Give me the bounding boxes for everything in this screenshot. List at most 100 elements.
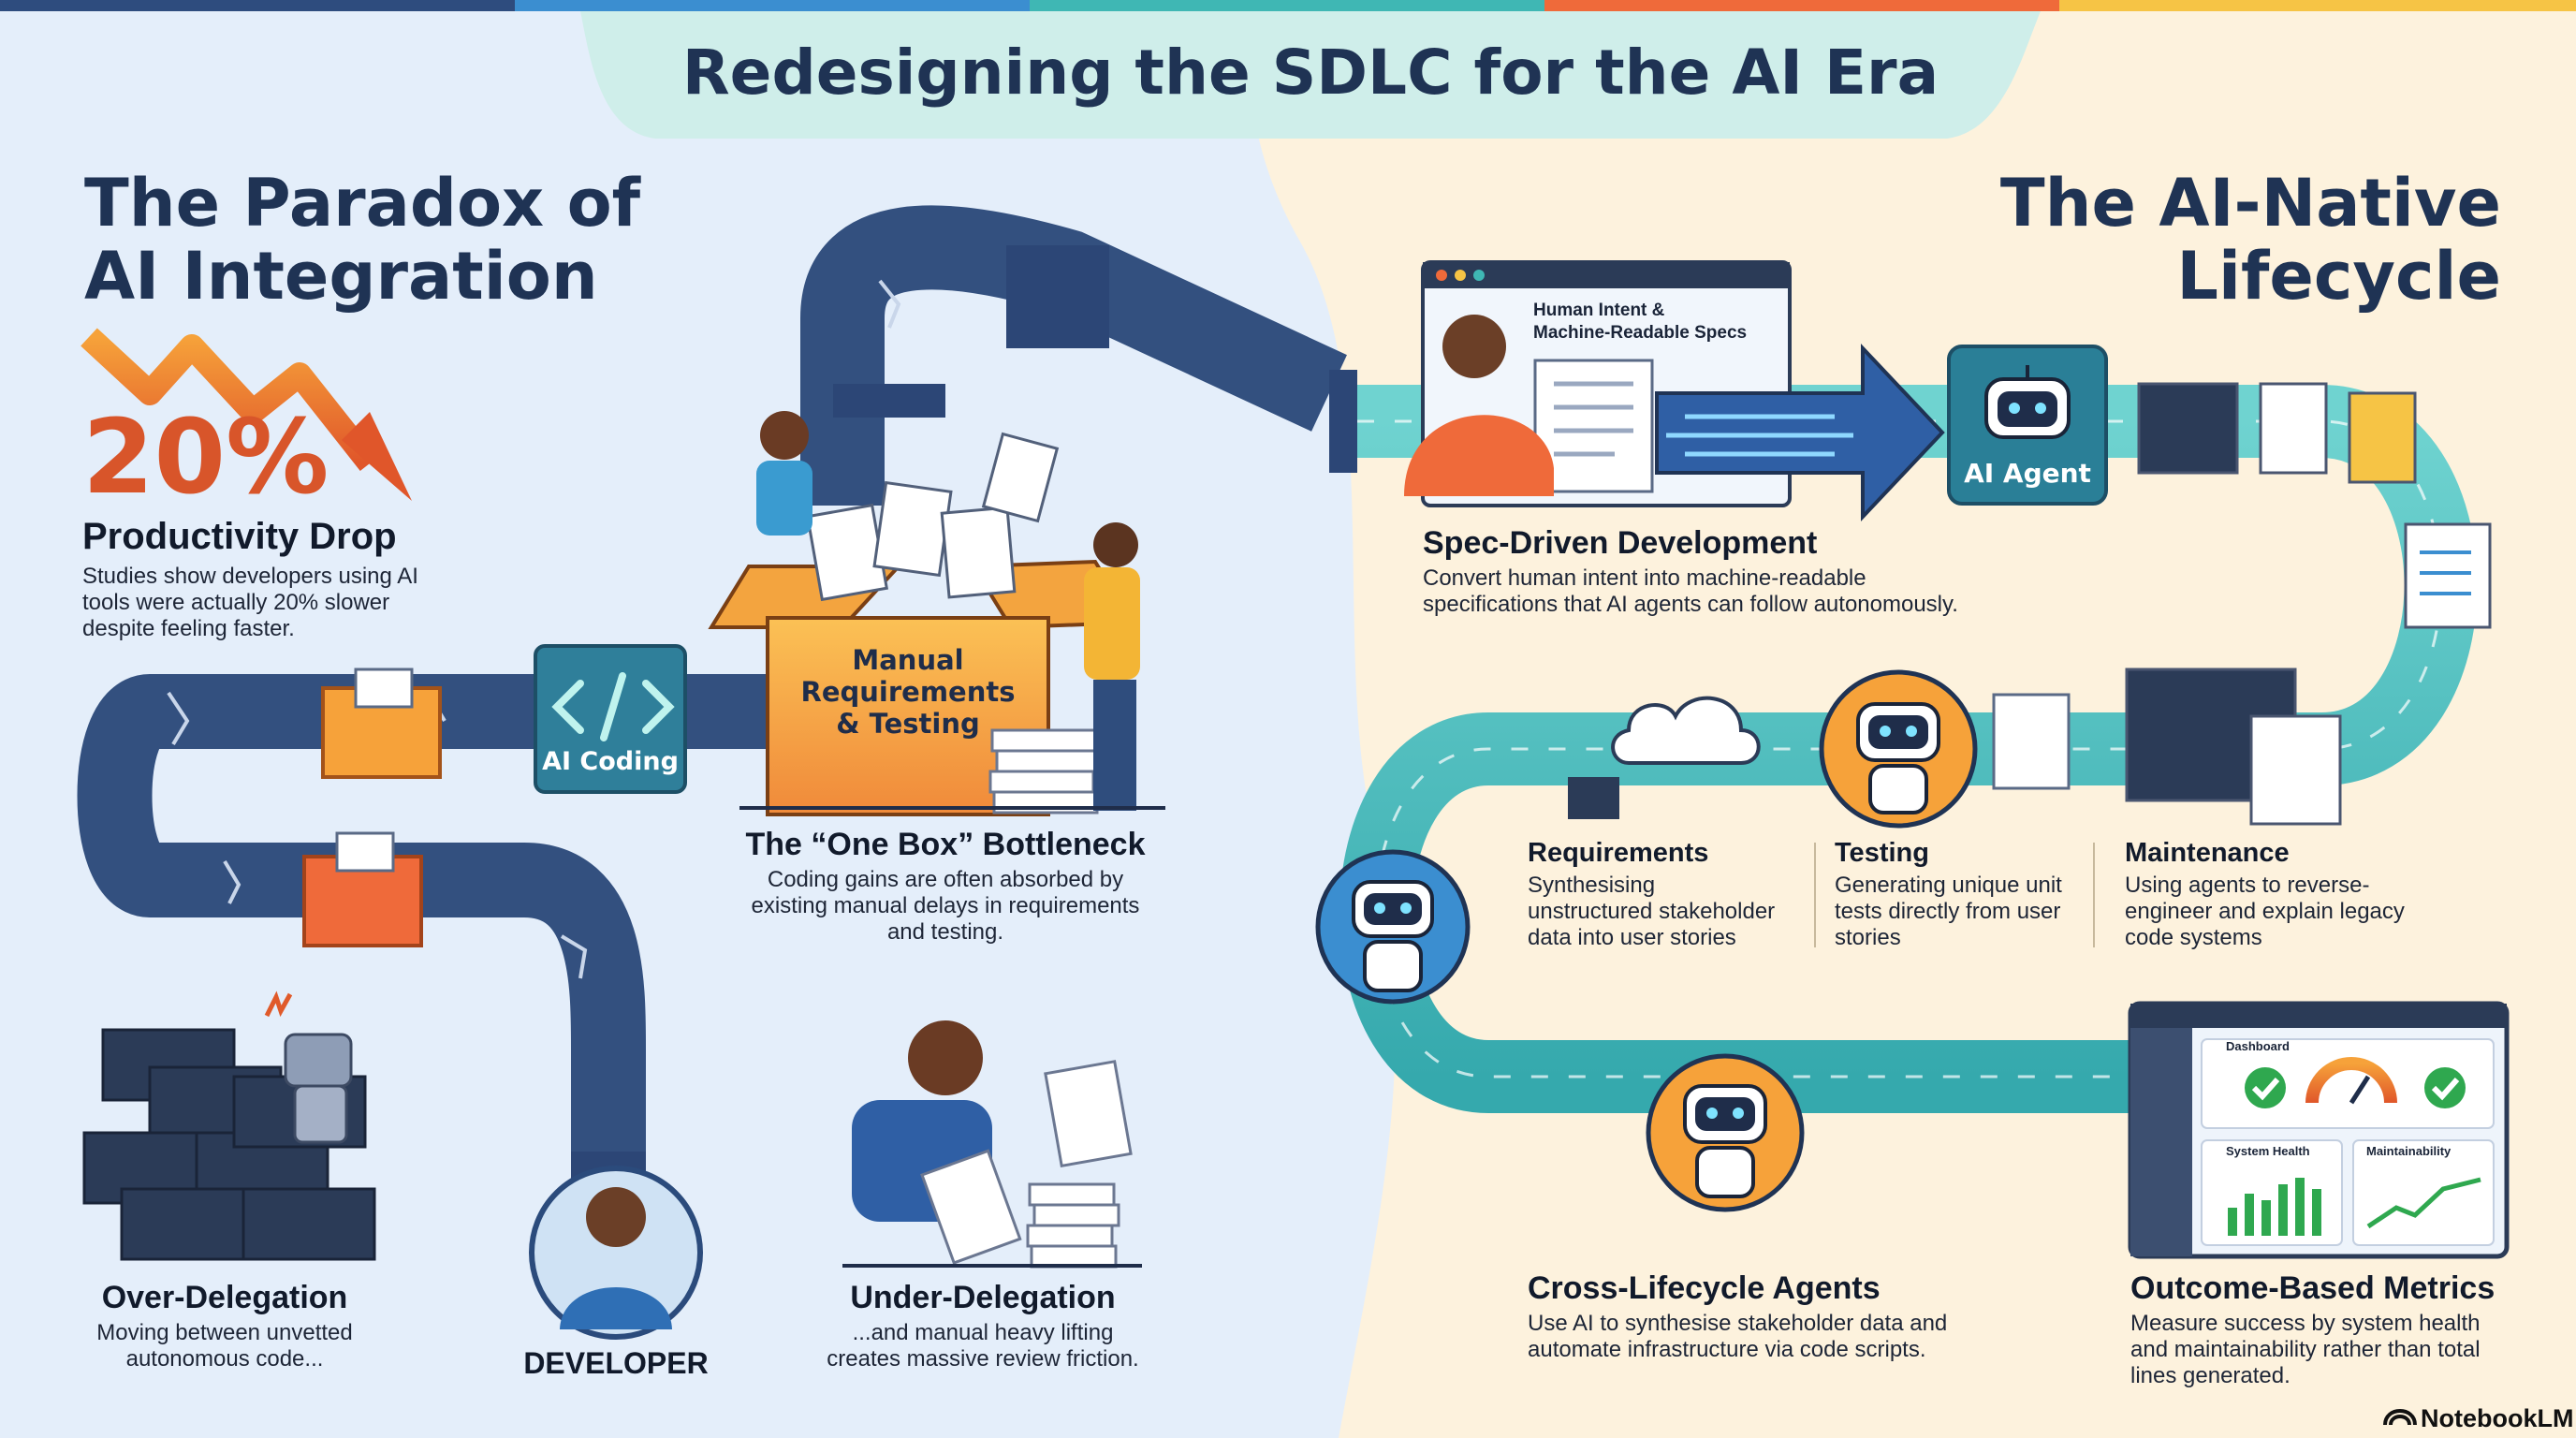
paper-on-box-lower [335, 831, 395, 873]
pipe-coupling-top [1006, 245, 1109, 348]
dashboard-sidebar [2130, 1028, 2192, 1256]
outcome-title: Outcome-Based Metrics [2130, 1270, 2496, 1306]
over-delegation-desc-2: autonomous code... [125, 1346, 324, 1372]
paper-on-box-upper [354, 668, 414, 709]
person-icon-left-top [756, 411, 812, 536]
over-delegation-title: Over-Delegation [101, 1280, 348, 1315]
check-icon-1 [2245, 1067, 2286, 1108]
requirements-title: Requirements [1528, 838, 1709, 868]
dashboard-label: Dashboard [2226, 1039, 2290, 1053]
under-delegation-desc-1: ...and manual heavy lifting [852, 1320, 1114, 1345]
under-delegation-desc-2: creates massive review friction. [827, 1346, 1139, 1372]
outcome-desc-2: and maintainability rather than total [2130, 1337, 2481, 1362]
stat-label: Productivity Drop [82, 516, 397, 557]
top-strip-navy [0, 0, 515, 11]
paper-stack-floor [988, 728, 1102, 814]
top-strip-teal [1030, 0, 1544, 11]
divider-test-maint [2093, 843, 2095, 947]
bottleneck-title: The “One Box” Bottleneck [745, 827, 1146, 862]
health-bars [2228, 1178, 2321, 1236]
requirements-desc-3: data into user stories [1528, 925, 1736, 950]
cross-lifecycle-desc-1: Use AI to synthesise stakeholder data an… [1528, 1311, 1948, 1336]
developer-avatar [529, 1166, 703, 1340]
maintenance-title: Maintenance [2125, 838, 2290, 868]
spec-desc-2: specifications that AI agents can follow… [1423, 592, 1958, 617]
title-pill-bg [580, 11, 2041, 139]
papers-pile [805, 432, 1060, 602]
testing-document-icon [1992, 693, 2071, 790]
requirements-desc-1: Synthesising [1528, 873, 1656, 898]
maintenance-desc-2: engineer and explain legacy [2125, 899, 2405, 924]
bottleneck-desc-1: Coding gains are often absorbed by [767, 867, 1124, 892]
box-label-2: Requirements [800, 676, 1016, 708]
spec-window-label-1: Human Intent & [1533, 301, 1665, 320]
maintenance-desc-1: Using agents to reverse- [2125, 873, 2370, 898]
cross-lifecycle-title: Cross-Lifecycle Agents [1528, 1270, 1881, 1306]
stat-value: 20% [82, 397, 329, 517]
maintainability-label: Maintainability [2366, 1144, 2452, 1158]
system-health-label: System Health [2226, 1144, 2310, 1158]
brand-label: NotebookLM [2421, 1404, 2574, 1432]
testing-desc-2: tests directly from user [1835, 899, 2061, 924]
ai-coding-label: AI Coding [542, 747, 679, 776]
spec-window-label-2: Machine-Readable Specs [1533, 323, 1748, 343]
top-strip-orange [1544, 0, 2059, 11]
developer-head [586, 1187, 646, 1247]
cross-lifecycle-desc-2: automate infrastructure via code scripts… [1528, 1337, 1926, 1362]
stat-desc-1: Studies show developers using AI [82, 564, 418, 589]
dashboard-titlebar [2130, 1004, 2507, 1028]
trend-arrow-head [342, 412, 412, 501]
check-icon-2 [2424, 1067, 2466, 1108]
maintainability-line [2366, 1177, 2481, 1229]
over-delegation-screens [82, 1028, 376, 1261]
server-icon [1568, 777, 1619, 819]
spec-arrow [1655, 343, 1945, 522]
requirements-desc-2: unstructured stakeholder [1528, 899, 1776, 924]
spec-person-icon [1404, 315, 1554, 496]
agent-output-docs [2137, 382, 2492, 629]
stat-desc-3: despite feeling faster. [82, 616, 295, 641]
maintenance-screen-illustration [2125, 668, 2342, 826]
spec-title: Spec-Driven Development [1423, 525, 1818, 561]
pipe-coupling-mid [833, 384, 945, 418]
box-label-1: Manual [852, 644, 964, 676]
divider-req-test [1814, 843, 1816, 947]
testing-desc-3: stories [1835, 925, 1901, 950]
under-delegation-title: Under-Delegation [850, 1280, 1116, 1315]
cloud-icon [1611, 696, 1761, 765]
developer-body [560, 1287, 672, 1329]
broken-robot-icon [264, 990, 353, 1144]
left-heading-line2: AI Integration [84, 238, 598, 315]
bottleneck-desc-2: existing manual delays in requirements [751, 893, 1140, 918]
page-title: Redesigning the SDLC for the AI Era [681, 37, 1939, 109]
under-delegation-illustration [842, 1020, 1142, 1269]
outcome-desc-3: lines generated. [2130, 1363, 2291, 1388]
top-strip-yellow [2059, 0, 2576, 11]
code-icon [551, 672, 675, 741]
top-strip-blue [515, 0, 1030, 11]
right-heading-line1: The AI-Native [1999, 165, 2501, 242]
gauge-icon [2305, 1057, 2397, 1104]
over-delegation-desc-1: Moving between unvetted [96, 1320, 353, 1345]
maintenance-desc-3: code systems [2125, 925, 2262, 950]
testing-desc-1: Generating unique unit [1835, 873, 2062, 898]
spec-desc-1: Convert human intent into machine-readab… [1423, 565, 1866, 591]
developer-label: DEVELOPER [523, 1346, 709, 1380]
right-heading-line2: Lifecycle [2176, 238, 2501, 315]
robot-icon-testing [1856, 702, 1940, 814]
bottleneck-desc-3: and testing. [886, 919, 1004, 945]
trend-arrow-line [80, 328, 380, 472]
stat-desc-2: tools were actually 20% slower [82, 590, 390, 615]
testing-title: Testing [1835, 838, 1929, 868]
ai-agent-label: AI Agent [1964, 458, 2091, 489]
robot-icon-cross [1683, 1084, 1767, 1198]
box-label-3: & Testing [836, 708, 980, 740]
robot-icon-side [1352, 880, 1434, 992]
person-icon-right-box [1084, 522, 1140, 811]
pipe-coupling-right [1329, 370, 1357, 473]
brand-logo-icon [2383, 1409, 2417, 1426]
left-heading-line1: The Paradox of [84, 165, 641, 242]
robot-icon-agent [1984, 365, 2071, 439]
outcome-desc-1: Measure success by system health [2130, 1311, 2481, 1336]
